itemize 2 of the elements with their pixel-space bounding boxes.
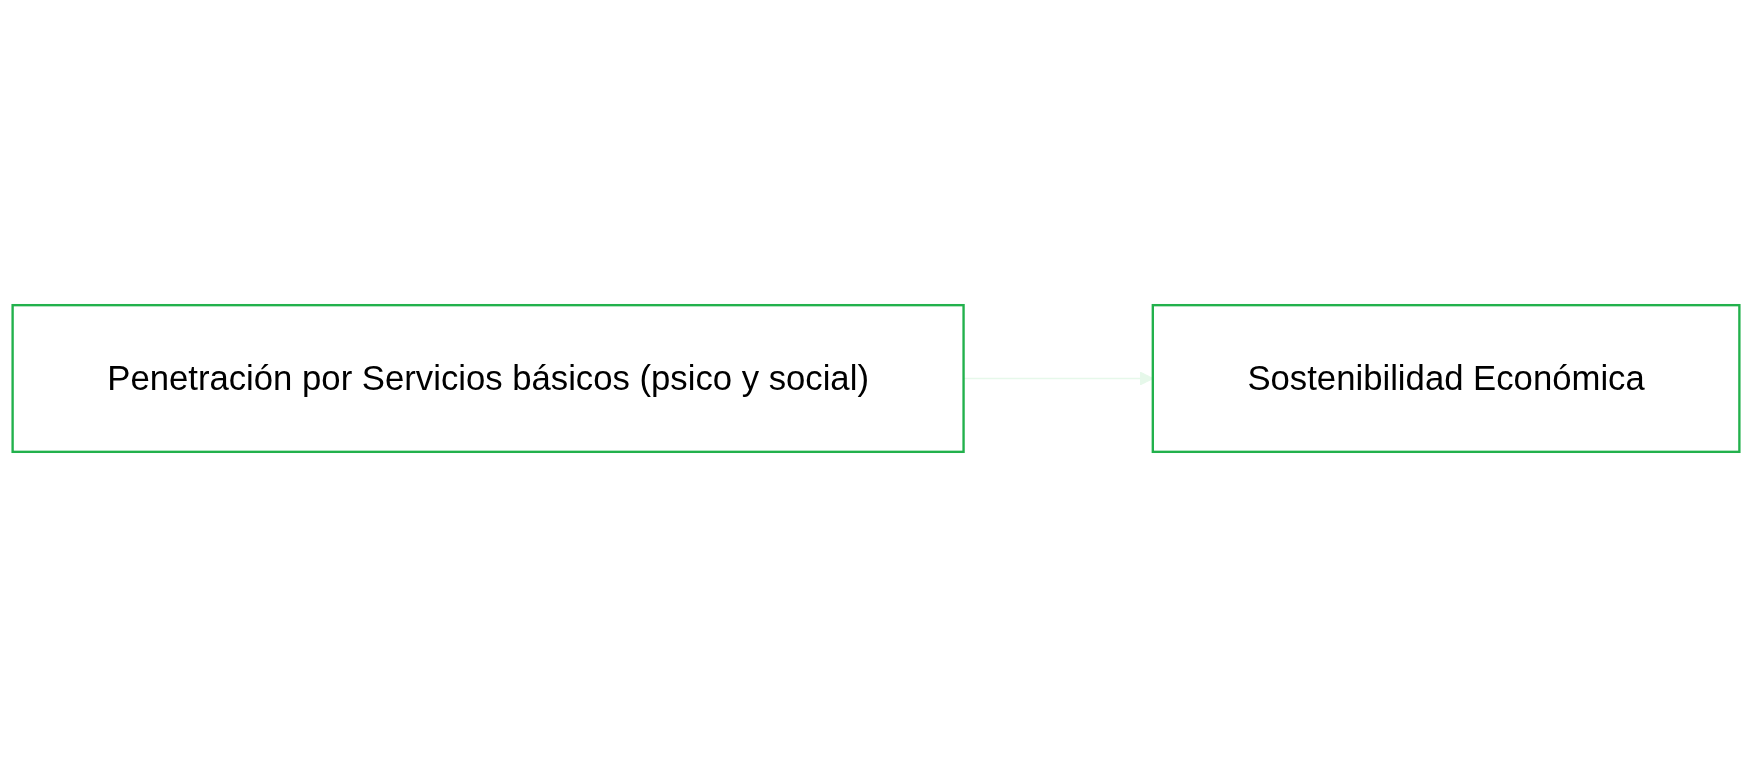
node-box: Sostenibilidad Económica [1151,304,1741,453]
node-box: Penetración por Servicios básicos (psico y social) [11,304,965,453]
